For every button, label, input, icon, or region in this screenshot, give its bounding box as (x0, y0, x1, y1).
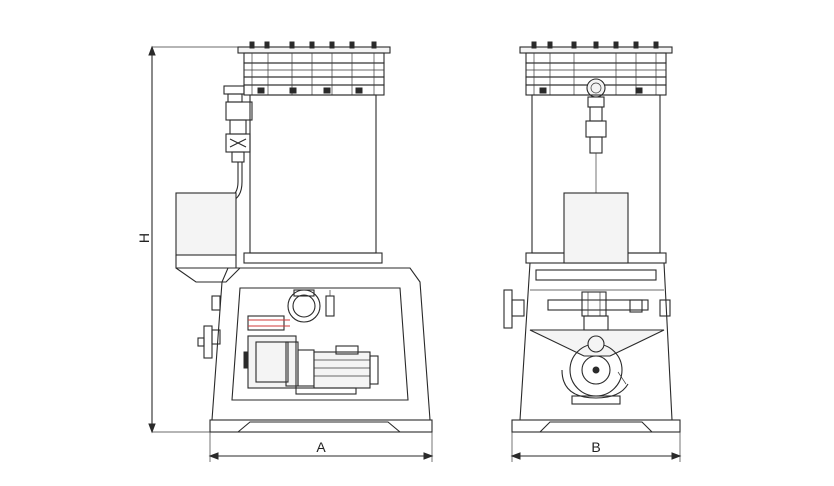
front-filter-chamber (249, 94, 377, 254)
side-valve-assembly (585, 96, 607, 193)
side-base-cabinet (511, 262, 681, 433)
depth-label: B (591, 439, 600, 455)
depth-dimension: B (510, 432, 682, 462)
side-handwheel-valve (503, 289, 671, 329)
width-dimension: A (208, 432, 434, 462)
front-top-flange (237, 41, 391, 96)
front-view: H A (136, 41, 434, 462)
height-dimension: H (136, 45, 238, 434)
side-view: B (503, 41, 682, 462)
front-pump-motor (243, 335, 379, 395)
front-internal-piping (247, 289, 335, 331)
width-label: A (316, 439, 326, 455)
front-base-cabinet (197, 267, 433, 433)
front-control-box (175, 192, 237, 256)
front-gauge-valve-assembly (223, 85, 253, 203)
side-pump (561, 335, 629, 405)
front-chamber-base-ring (243, 252, 383, 264)
height-label: H (136, 233, 152, 243)
side-top-flange (519, 41, 673, 98)
side-control-box (563, 192, 629, 264)
